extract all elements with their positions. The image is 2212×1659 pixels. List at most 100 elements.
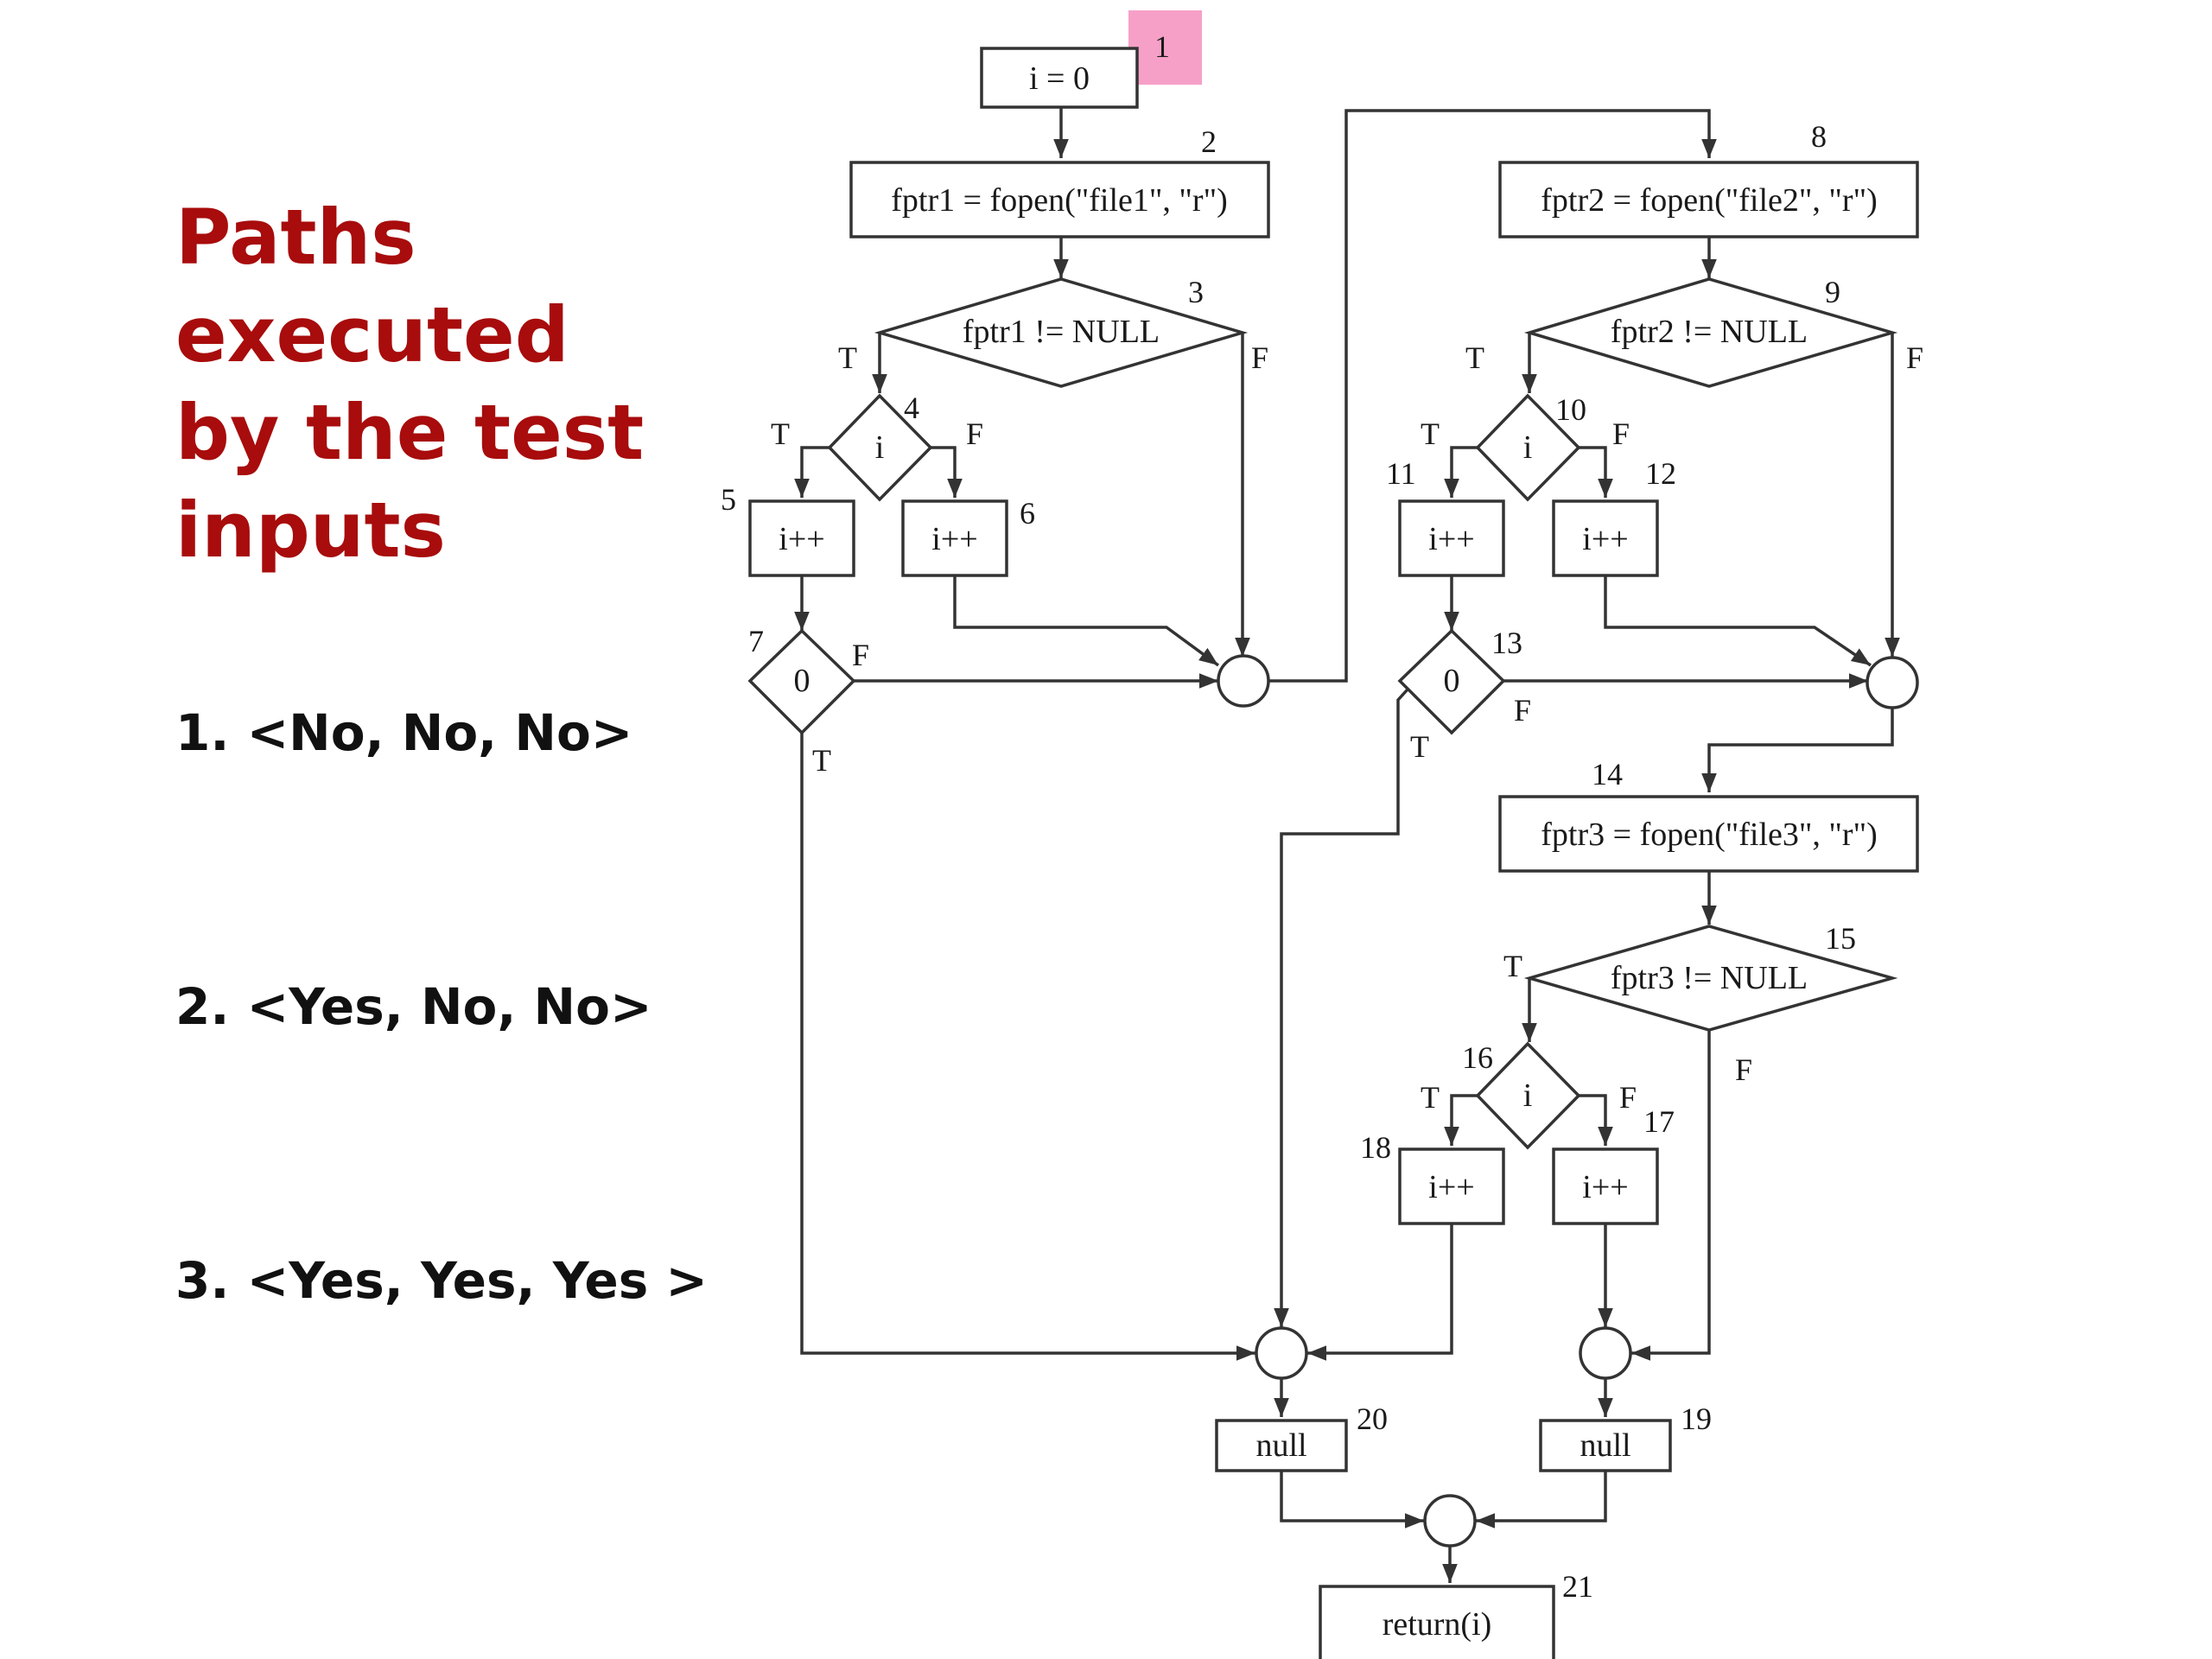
branch-false-label: F — [1735, 1052, 1752, 1087]
node-15-label: fptr3 != NULL — [1611, 960, 1808, 996]
branch-true-label: T — [1410, 729, 1429, 764]
edge — [1444, 446, 1478, 498]
node-5-label: i++ — [779, 521, 824, 557]
node-6-label: i++ — [931, 521, 977, 557]
node-19-box — [1539, 1419, 1672, 1472]
test-input-1: 1. <No, No, No> — [175, 703, 633, 762]
node-2-label: fptr1 = fopen("file1", "r") — [891, 182, 1227, 219]
branch-false-label: F — [1906, 340, 1923, 375]
edge — [1307, 1224, 1453, 1361]
edge — [953, 575, 1220, 667]
edge — [1631, 1028, 1711, 1361]
branch-false-label: F — [852, 638, 869, 672]
node-14-box — [1498, 795, 1919, 873]
node-17-box — [1552, 1147, 1659, 1225]
node-20-box — [1215, 1419, 1348, 1472]
node-7-label: 0 — [794, 663, 810, 699]
edge — [794, 446, 830, 498]
junction-node — [1217, 654, 1270, 708]
node-number: 16 — [1462, 1040, 1493, 1075]
node-21-box — [1319, 1585, 1555, 1659]
node-number: 7 — [748, 624, 764, 658]
node-18-label: i++ — [1428, 1169, 1474, 1205]
edge — [1274, 679, 1417, 1327]
nodes — [747, 47, 1919, 1659]
node-16-diamond — [1475, 1041, 1581, 1150]
node-10-diamond — [1475, 393, 1581, 502]
branch-false-label: F — [1619, 1080, 1637, 1115]
node-11-label: i++ — [1428, 521, 1474, 557]
branch-true-label: T — [1465, 340, 1484, 375]
branch-false-label: F — [966, 416, 983, 451]
test-input-2: 2. <Yes, No, No> — [175, 977, 652, 1036]
junction-node — [1255, 1326, 1308, 1380]
branch-labels: T F T F F T T F T F F T T F T F — [771, 340, 1923, 1115]
node-number: 12 — [1645, 456, 1676, 491]
node-8-label: fptr2 = fopen("file2", "r") — [1541, 182, 1877, 219]
node-3-label: fptr1 != NULL — [963, 314, 1160, 350]
edge — [1268, 109, 1717, 683]
node-number: 9 — [1825, 275, 1840, 309]
node-13-label: 0 — [1444, 663, 1460, 699]
node-12-box — [1552, 499, 1659, 577]
node-12-label: i++ — [1582, 521, 1628, 557]
node-16-label: i — [1523, 1077, 1533, 1114]
node-10-label: i — [1523, 429, 1533, 466]
node-number: 5 — [721, 482, 736, 517]
node-labels: i = 0 fptr1 = fopen("file1", "r") fptr1 … — [779, 60, 1877, 1643]
edge — [931, 446, 963, 498]
node-number: 15 — [1825, 921, 1856, 956]
node-9-diamond — [1523, 277, 1898, 388]
node-13-diamond — [1397, 628, 1506, 735]
node-4-diamond — [827, 393, 933, 502]
node-9-label: fptr2 != NULL — [1611, 314, 1808, 350]
title-line: inputs — [175, 486, 446, 575]
edge — [1444, 1094, 1478, 1146]
node-number: 6 — [1020, 496, 1035, 531]
node-number: 10 — [1555, 392, 1586, 427]
title-line: executed — [175, 290, 569, 379]
node-4-label: i — [875, 429, 885, 466]
branch-false-label: F — [1251, 340, 1268, 375]
edge — [1579, 1094, 1613, 1146]
edge — [1604, 575, 1872, 667]
branch-false-label: F — [1612, 416, 1630, 451]
branch-true-label: T — [771, 416, 790, 451]
node-number: 13 — [1491, 626, 1522, 660]
node-7-diamond — [747, 628, 856, 735]
branch-false-label: F — [1514, 693, 1531, 728]
edge — [1476, 1471, 1607, 1529]
junction-node — [1423, 1494, 1477, 1548]
node-number: 11 — [1386, 456, 1416, 491]
node-number: 1 — [1154, 29, 1170, 64]
edge — [1579, 446, 1613, 498]
node-number: 2 — [1201, 124, 1217, 159]
title-line: by the test — [175, 388, 645, 477]
node-number: 20 — [1357, 1402, 1388, 1436]
node-number: 8 — [1811, 119, 1827, 154]
branch-true-label: T — [1421, 416, 1440, 451]
node-17-label: i++ — [1582, 1169, 1628, 1205]
node-number: 3 — [1188, 275, 1204, 309]
node-number: 4 — [904, 391, 919, 425]
node-number: 18 — [1360, 1130, 1391, 1165]
node-8-box — [1498, 161, 1919, 238]
slide-title: Paths executed by the test inputs — [175, 188, 780, 579]
node-14-label: fptr3 = fopen("file3", "r") — [1541, 817, 1877, 853]
node-number: 14 — [1592, 757, 1623, 791]
junction-node — [1579, 1326, 1632, 1380]
node-number: 19 — [1681, 1402, 1712, 1436]
test-input-3: 3. <Yes, Yes, Yes > — [175, 1251, 709, 1310]
node-19-label: null — [1580, 1427, 1630, 1464]
node-3-diamond — [874, 277, 1249, 388]
node-1-highlight — [1128, 10, 1202, 85]
node-number: 21 — [1562, 1569, 1593, 1604]
title-line: Paths — [175, 193, 416, 282]
edge — [800, 733, 1255, 1361]
node-number: 17 — [1643, 1104, 1675, 1139]
edges — [794, 107, 1900, 1583]
branch-true-label: T — [812, 743, 831, 778]
edge — [1280, 1471, 1424, 1529]
node-15-diamond — [1523, 925, 1898, 1032]
